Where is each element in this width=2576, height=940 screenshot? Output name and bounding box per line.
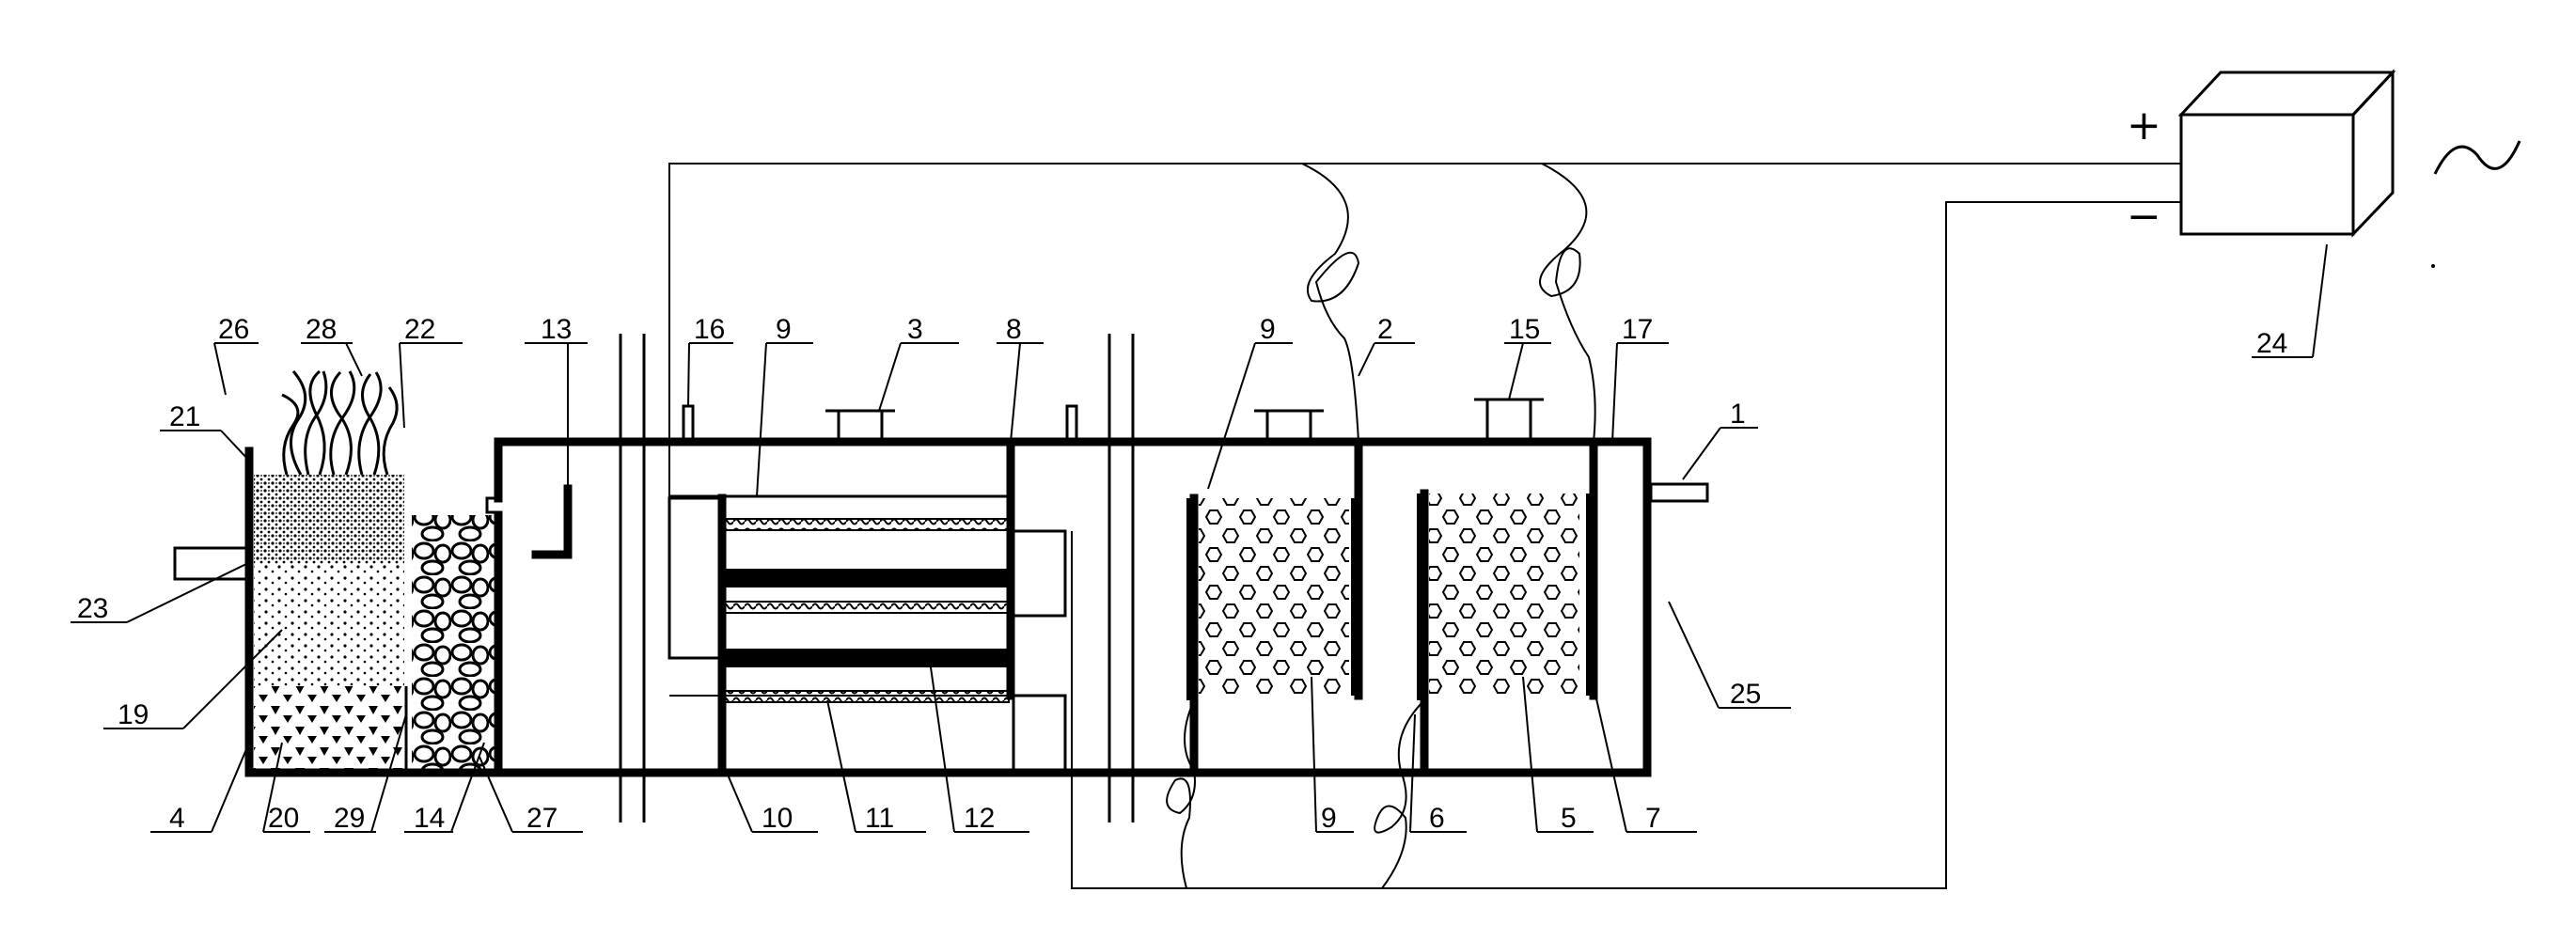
baffle-13 [531,484,573,559]
label-25: 25 [1730,679,1761,710]
label-7: 7 [1645,803,1661,834]
coil-lead-4 [1374,699,1425,889]
label-11: 11 [865,803,894,834]
wetland-outlet-pipe [173,546,248,581]
label-4: 4 [169,803,185,834]
chamber-left-frame [668,498,719,660]
coil-lead-3 [1166,699,1196,889]
soil-layer [254,564,404,686]
label-26: 26 [218,314,249,345]
manhole-cover-2 [1254,409,1324,444]
chamber-inlet-box [668,496,721,660]
electrode-plate-6 [1417,494,1426,700]
mesh-layer-2 [723,601,1010,614]
power-box-side [2351,69,2395,238]
manhole-cover-3 [825,409,895,444]
hex-media-cell-2 [1429,494,1579,696]
electrode-plate-9b [1351,498,1360,696]
label-5: 5 [1561,803,1577,834]
label-13: 13 [541,314,572,345]
constructed-wetland [173,369,496,777]
electrode-plate-9 [1186,498,1196,700]
negative-wire [1071,201,2181,889]
label-17: 17 [1622,314,1653,345]
electrode-plate-7 [1586,494,1595,696]
coil-lead-1 [1301,163,1360,443]
break-lines [619,334,1135,822]
gravel-top-layer [254,475,404,564]
power-box-front [2179,113,2355,236]
label-9-cell: 9 [1260,314,1276,345]
label-29: 29 [334,803,365,834]
label-12: 12 [964,803,995,834]
label-23: 23 [77,593,108,624]
outlet-pipe-1 [1649,482,1709,503]
label-27: 27 [526,803,558,834]
stray-dot [2431,264,2435,268]
filter-chamber [668,437,1067,777]
label-9-chamber: 9 [776,314,792,345]
vent-pipe-16 [682,404,695,444]
coil-lead-2 [1539,163,1596,443]
ac-wave-icon [2433,140,2521,175]
electrode-cells [1186,437,1598,777]
solid-plate-2 [724,649,1009,667]
label-1: 1 [1730,399,1746,430]
vent-pipe-right [1065,404,1078,444]
power-supply: + − [2127,69,2521,268]
label-9-lower: 9 [1321,803,1337,834]
mesh-layer-1 [723,518,1010,531]
label-20: 20 [268,803,299,834]
inlet-step [485,496,498,514]
manhole-cover-15 [1474,398,1544,444]
label-15: 15 [1509,314,1540,345]
label-3: 3 [907,314,923,345]
callout-labels: 1 2 3 4 5 6 7 8 9 9 9 10 11 12 13 14 15 … [77,314,2287,834]
wetland-plants [281,369,399,476]
label-6: 6 [1429,803,1445,834]
label-24: 24 [2256,328,2287,359]
label-19: 19 [118,699,149,730]
label-8: 8 [1006,314,1022,345]
leader-lines [71,243,2328,833]
positive-wire [668,163,2181,498]
chamber-right-box [1012,529,1067,618]
cobblestone-column [412,515,496,769]
negative-terminal-sign: − [2127,193,2161,241]
positive-terminal-sign: + [2127,102,2161,149]
label-16: 16 [694,314,725,345]
triangle-media-layer [254,686,404,769]
label-10: 10 [762,803,793,834]
wiring [668,163,2181,889]
solid-plate-1 [724,569,1009,588]
label-14: 14 [414,803,445,834]
label-21: 21 [169,401,200,432]
label-22: 22 [404,314,435,345]
chamber-right-low-box [1012,694,1067,775]
main-tank [244,334,1709,822]
label-2: 2 [1377,314,1393,345]
label-28: 28 [306,314,337,345]
hex-media-cell-1 [1199,498,1349,696]
